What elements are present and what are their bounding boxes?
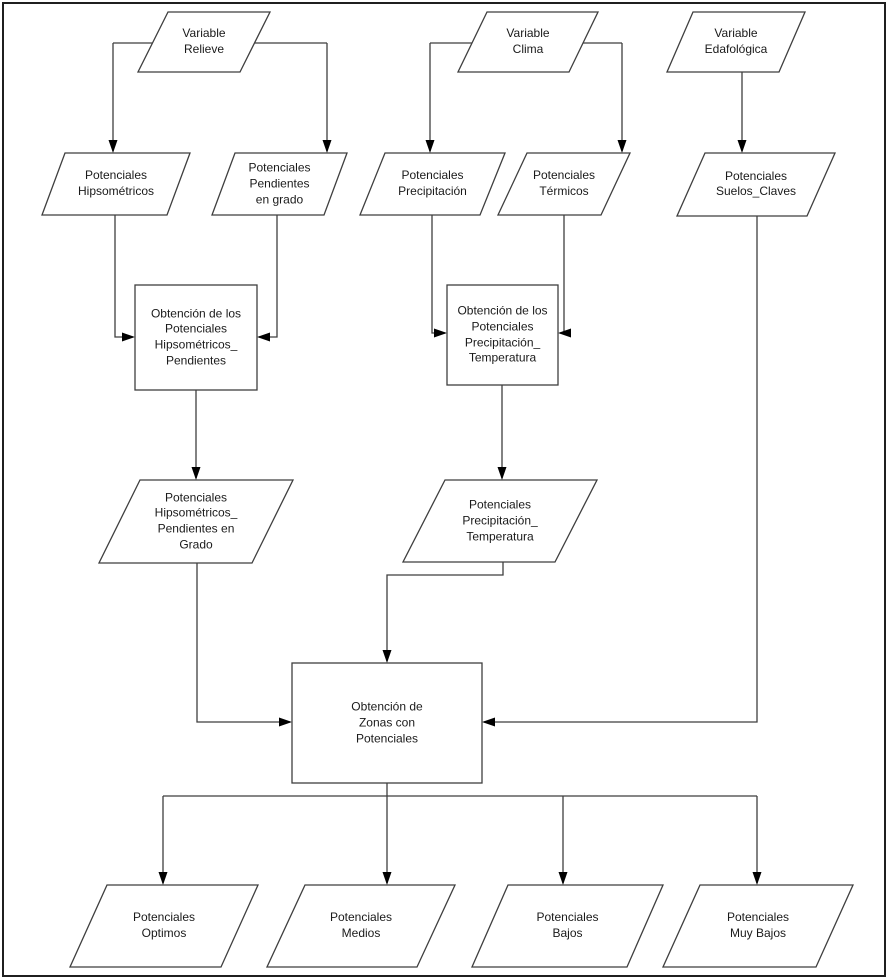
arrowhead-termicos-proceso2 [558,328,571,338]
edge-precipitacion-proceso2 [431,215,445,334]
node-potenciales-optimos-label: Potenciales Optimos [132,910,196,940]
node-variable-edafologica [666,11,806,73]
arrowhead-hipso-pend-a-zonas [279,717,292,727]
node-potenciales-pendientes [211,152,348,216]
node-proceso-zonas-potenciales [291,662,483,784]
node-proceso-precip-temperatura [446,284,559,386]
arrowhead-relieve-hipsometricos [108,140,118,153]
edges-layer [108,42,762,885]
node-potenciales-termicos [496,152,632,216]
node-potenciales-hipsometricos-label: Potenciales Hipsométricos [77,168,155,198]
node-proceso-precip-temperatura-label: Obtención de los Potenciales Precipitaci… [457,303,548,365]
node-potenciales-precipitacion-label: Potenciales Precipitación [398,168,467,198]
node-potenciales-suelos-claves [675,152,837,217]
arrowhead-proceso1-salida [191,467,201,480]
node-potenciales-bajos [471,884,664,968]
arrowhead-proceso2-salida [497,467,507,480]
arrowhead-precip-temp-a-zonas [382,650,392,663]
arrowhead-pendientes-proceso1 [257,332,270,342]
node-potenciales-medios [265,884,457,968]
edge-termicos-proceso2 [560,215,565,334]
arrowhead-dist-a-optimos [158,872,168,885]
node-potenciales-precip-temp-label: Potenciales Precipitación_ Temperatura [462,497,538,543]
nodes-layer [41,11,855,968]
arrowhead-clima-precipitacion [425,140,435,153]
arrowhead-relieve-pendientes [322,140,332,153]
edge-precip-temp-a-zonas [386,562,504,661]
node-potenciales-optimos [68,884,260,968]
node-potenciales-pendientes-label: Potenciales Pendientes en grado [248,160,311,206]
node-variable-clima-label: Variable Clima [506,26,550,56]
node-variable-relieve-label: Variable Relieve [182,26,226,56]
node-potenciales-hipso-pend-grado-label: Potenciales Hipsométricos_ Pendientes en… [154,489,238,552]
arrowhead-hipsometricos-proceso1 [122,332,135,342]
node-potenciales-hipsometricos [41,152,191,216]
arrowhead-dist-a-bajos [558,872,568,885]
node-potenciales-precipitacion [359,152,506,216]
node-variable-edafologica-label: Variable Edafológica [704,26,768,56]
node-potenciales-hipso-pend-grado [97,479,295,564]
node-potenciales-muy-bajos [661,884,855,968]
node-potenciales-termicos-label: Potenciales Térmicos [532,168,596,198]
arrowhead-edafologica-suelos [737,140,747,153]
arrowhead-dist-a-muy-bajos [752,872,762,885]
arrowhead-clima-termicos [617,140,627,153]
arrowhead-precipitacion-proceso2 [434,328,447,338]
edge-pendientes-proceso1 [259,215,278,338]
node-potenciales-bajos-label: Potenciales Bajos [536,910,599,940]
node-potenciales-precip-temp [401,479,599,563]
arrowhead-suelos-a-zonas [482,717,495,727]
arrowhead-zonas-a-medios [382,872,392,885]
node-potenciales-medios-label: Potenciales Medios [329,910,393,940]
edge-hipsometricos-proceso1 [114,215,133,338]
node-potenciales-suelos-claves-label: Potenciales Suelos_Claves [715,168,797,199]
node-variable-clima [456,11,600,73]
node-variable-relieve [136,11,272,73]
node-proceso-zonas-potenciales-label: Obtención de Zonas con Potenciales [351,699,423,745]
node-proceso-hipso-pendientes [134,284,258,391]
node-proceso-hipso-pendientes-label: Obtención de los Potenciales Hipsométric… [150,305,242,368]
edge-suelos-a-zonas [484,216,758,723]
edge-hipso-pend-a-zonas [196,563,290,723]
node-potenciales-muy-bajos-label: Potenciales Muy Bajos [726,910,790,940]
